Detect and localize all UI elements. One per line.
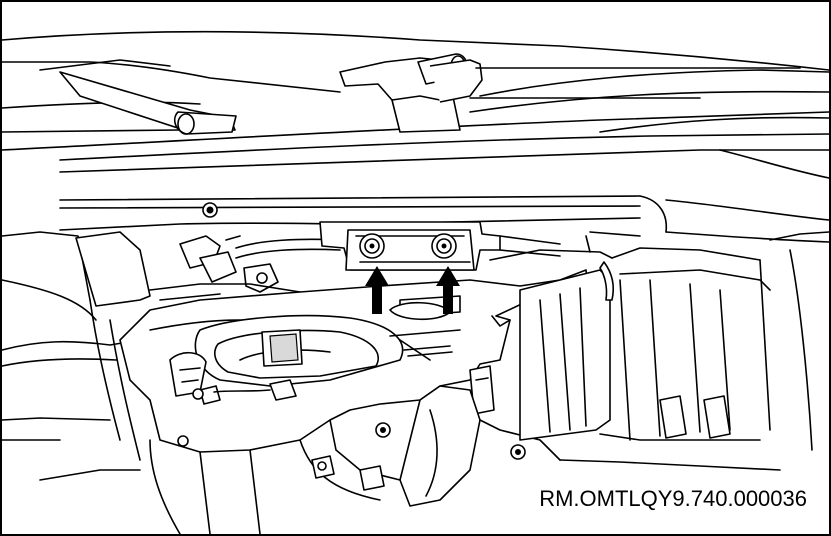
right-panel — [489, 231, 830, 471]
bolt-left — [359, 233, 385, 259]
up-arrow-icon — [365, 266, 389, 314]
upper-dashboard — [1, 30, 830, 179]
lower-column — [149, 385, 561, 535]
left-components — [1, 231, 341, 481]
column-bracket — [119, 269, 589, 453]
up-arrow-icon — [436, 266, 460, 314]
bolt-right — [431, 233, 457, 259]
figure-reference-code: RM.OMTLQY9.740.000036 — [539, 486, 807, 512]
